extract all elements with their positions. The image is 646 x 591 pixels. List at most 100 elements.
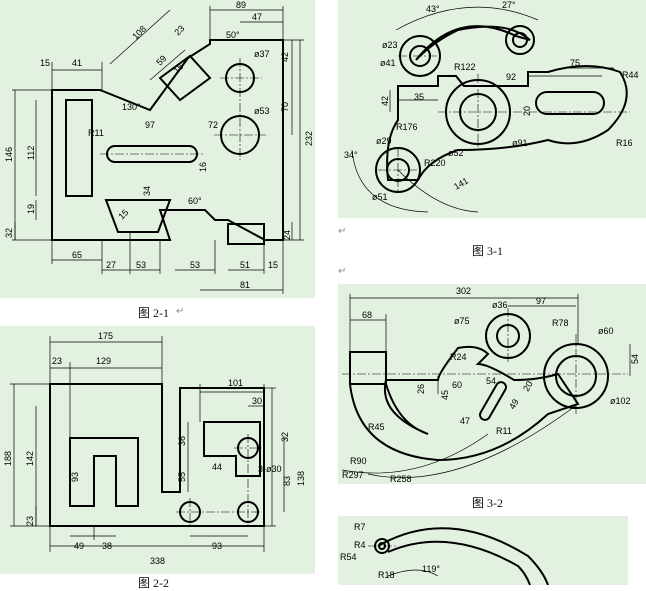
dim-label: 35 [414,92,424,102]
dim-label: R44 [622,70,639,80]
dim-label: R11 [88,128,104,138]
figure-2-2-drawing: 175 23 129 101 30 188 142 36 32 55 44 3-… [3,331,306,566]
dim-label: 93 [70,472,80,482]
arc-inner [387,540,531,585]
dim-label: 89 [236,0,246,10]
dim-label: 108 [130,24,148,42]
dim-label: 32 [4,228,14,238]
dim-label: ø41 [380,58,396,68]
dim-label: R7 [354,522,366,532]
dim-label: 68 [362,310,372,320]
dim-label: 49 [507,397,521,411]
dim-label: ø75 [454,316,470,326]
dim-label: ø102 [610,396,631,406]
dim-label: 34 [142,186,152,196]
dim-label: 141 [452,176,470,192]
dim-label: 16 [198,162,208,172]
hub-102 [543,343,609,409]
dim-label: 50° [226,30,240,40]
dim-label: 32 [280,432,290,442]
dim-label: R45 [368,422,385,432]
dim-label: R4 [354,540,366,550]
dim-label: 34° [344,150,358,160]
dim-label: 41 [72,58,82,68]
dim-label: R90 [350,456,367,466]
block-68 [349,351,387,385]
lower-rect [227,223,265,245]
dim-label: 59 [154,53,168,67]
dim-label: 75 [570,58,580,68]
dim-label: 51 [240,260,250,270]
dim-label: 130° [122,102,141,112]
dim-label: 15 [116,207,130,221]
dim-label: 138 [296,471,306,486]
dim-label: 24 [282,230,292,240]
dim-label: 92 [506,72,516,82]
dim-label: 119° [422,564,440,574]
dim-label: 30 [252,396,262,406]
dim-label: 55 [177,472,187,482]
figure-3-3-drawing: R7 R4 R54 R18 119° [340,522,549,585]
return-mark: ↵ [338,266,347,277]
dim-label: 54 [630,354,640,364]
figure-3-1-drawing: 43° 27° ø23 ø41 R122 92 75 R44 42 35 20 … [344,0,639,213]
dim-label: 45 [440,390,450,400]
dim-label: 142 [25,451,35,466]
dim-label: 26 [416,384,426,394]
dim-label: 47 [460,416,470,426]
dim-label: 54 [486,376,496,386]
dim-label: 97 [145,120,155,130]
dim-label: 47 [252,12,262,22]
figure-2-2-panel: 175 23 129 101 30 188 142 36 32 55 44 3-… [0,326,315,574]
dim-label: ø29 [376,136,392,146]
dim-label: 53 [136,260,146,270]
dim-label: 36 [177,436,187,446]
dim-label: 60 [452,380,462,390]
dim-label: R122 [454,62,476,72]
boss-right [505,25,535,55]
dim-label: 129 [96,356,111,366]
dim-label: ø23 [382,40,398,50]
figure-2-1-panel: 89 47 50° 108 23 59 15 15 41 ø37 42 130°… [0,0,315,298]
dim-label: 42 [380,96,390,106]
dim-label: 53 [190,260,200,270]
dim-label: ø91 [512,138,528,148]
dim-label: R78 [552,318,569,328]
return-mark: ↵ [176,306,185,317]
return-mark: ↵ [338,226,347,237]
figure-2-1-caption: 图 2-1 [138,306,169,320]
dim-label: 70 [280,102,290,112]
figure-3-2-caption: 图 3-2 [472,496,503,510]
dim-label: 146 [4,147,14,162]
dim-label: 188 [3,451,13,466]
dim-label: R176 [396,122,418,132]
figure-3-3-panel: R7 R4 R54 R18 119° [338,516,628,585]
slot-rect-left [65,99,93,197]
dim-label: 93 [212,541,222,551]
dim-label: ø52 [448,148,464,158]
dim-label: 15 [40,58,50,68]
dim-label: 101 [228,378,243,388]
inclined-slot [158,54,212,102]
figure-3-2-panel: 302 ø36 97 68 ø75 R78 ø60 R24 54 26 60 5… [338,284,646,484]
dim-label: 15 [268,260,278,270]
dim-label: 20 [521,379,535,393]
dim-label: 44 [212,462,222,472]
dim-label: 83 [282,476,292,486]
figure-3-2-drawing: 302 ø36 97 68 ø75 R78 ø60 R24 54 26 60 5… [341,286,640,484]
dim-label: 112 [26,146,36,160]
hole-right [512,32,528,48]
dim-label: R54 [340,552,357,562]
dim-label: ø53 [254,106,270,116]
dim-label: 23 [25,516,35,526]
dim-label: ø51 [372,192,388,202]
dim-label: ø36 [492,300,508,310]
hook-body [348,345,580,462]
dim-label: ø37 [254,49,270,59]
dim-label: 23 [52,356,62,366]
dim-label: 338 [150,556,165,566]
inner-u-slot [69,437,139,507]
dim-label: 175 [98,331,113,341]
dim-label: R11 [496,426,512,436]
dim-label: R220 [424,158,446,168]
